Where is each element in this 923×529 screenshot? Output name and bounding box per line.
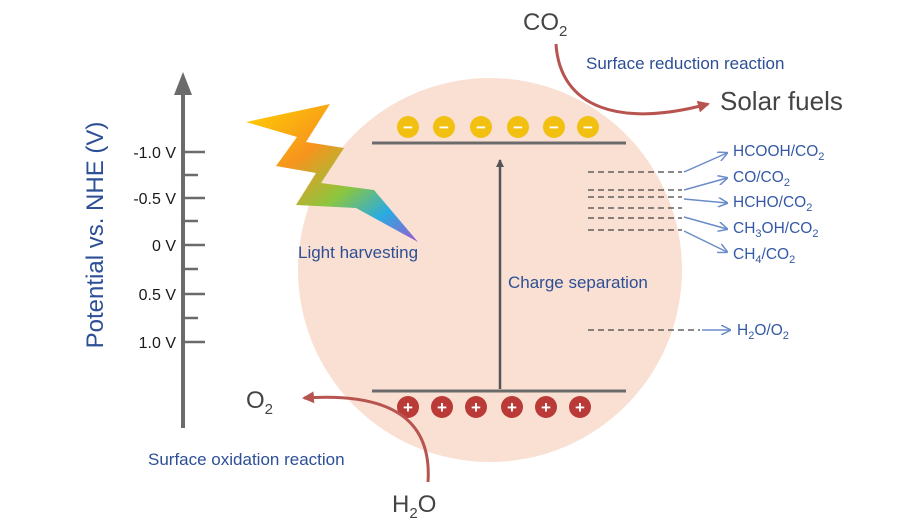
oxidation-arrow [302, 391, 430, 483]
svg-text:−: − [513, 118, 523, 137]
couple-hcooh: HCOOH/CO2 [733, 143, 824, 163]
hole-icon: + [431, 396, 453, 418]
svg-text:+: + [471, 398, 481, 417]
svg-text:−: − [476, 118, 486, 137]
couple-ch4: CH4/CO2 [733, 246, 795, 266]
tick-label-1: 1.0 V [139, 335, 177, 352]
hole-icon: + [535, 396, 557, 418]
tick-label-0: 0 V [152, 238, 176, 255]
electrons: − − − − − − [397, 116, 599, 138]
holes: + + + + + + [397, 396, 591, 418]
hole-icon: + [501, 396, 523, 418]
hole-icon: + [569, 396, 591, 418]
redox-level-lines [588, 171, 700, 331]
h2o-label: H2O [392, 491, 436, 522]
svg-text:−: − [549, 118, 559, 137]
svg-text:−: − [583, 118, 593, 137]
svg-text:+: + [541, 398, 551, 417]
couple-co: CO/CO2 [733, 169, 790, 189]
svg-text:−: − [439, 118, 449, 137]
semiconductor-particle [298, 78, 682, 462]
solar-fuels-label: Solar fuels [720, 86, 843, 116]
electron-icon: − [507, 116, 529, 138]
svg-text:+: + [507, 398, 517, 417]
svg-text:−: − [403, 118, 413, 137]
electron-icon: − [543, 116, 565, 138]
axis-arrow-icon [174, 72, 192, 95]
light-harvesting-label: Light harvesting [298, 243, 418, 262]
co2-label: CO2 [523, 9, 567, 40]
surface-reduction-label: Surface reduction reaction [586, 54, 784, 73]
electron-icon: − [433, 116, 455, 138]
electron-icon: − [470, 116, 492, 138]
couple-hcho: HCHO/CO2 [733, 194, 812, 214]
hole-icon: + [397, 396, 419, 418]
potential-axis: -1.0 V -0.5 V 0 V 0.5 V 1.0 V Potential … [82, 72, 205, 428]
svg-text:+: + [437, 398, 447, 417]
charge-separation-label: Charge separation [508, 273, 648, 292]
electron-icon: − [577, 116, 599, 138]
tick-label-minus-0-5: -0.5 V [133, 191, 176, 208]
tick-label-0-5: 0.5 V [139, 287, 177, 304]
surface-oxidation-label: Surface oxidation reaction [148, 450, 345, 469]
axis-title: Potential vs. NHE (V) [82, 122, 109, 349]
tick-label-minus-1: -1.0 V [133, 145, 176, 162]
lightning-bolt-icon [246, 104, 418, 242]
svg-text:+: + [575, 398, 585, 417]
o2-label: O2 [246, 387, 273, 418]
hole-icon: + [465, 396, 487, 418]
electron-icon: − [397, 116, 419, 138]
redox-arrows [683, 153, 730, 330]
svg-text:+: + [403, 398, 413, 417]
couple-ch3oh: CH3OH/CO2 [733, 220, 818, 240]
couple-h2o-o2: H2O/O2 [737, 322, 789, 342]
reduction-arrow [554, 43, 710, 116]
